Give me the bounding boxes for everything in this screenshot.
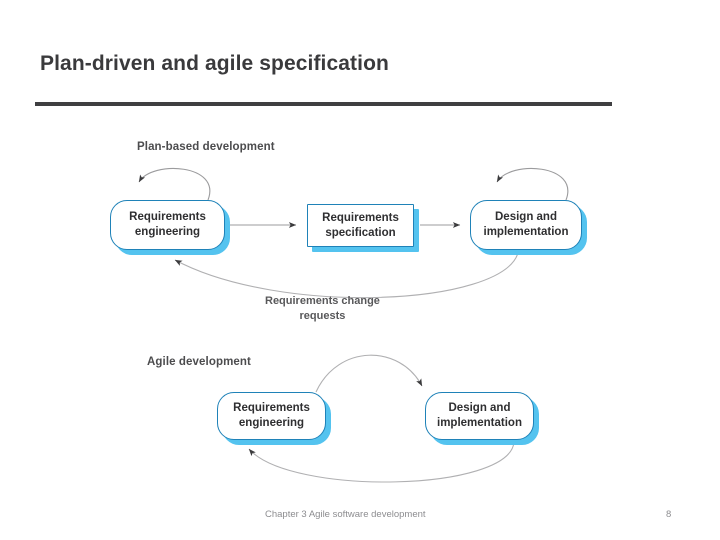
node-requirements-specification[interactable]: Requirements specification: [307, 204, 414, 247]
edge-design-self-loop: [496, 167, 569, 201]
node-line-1: Requirements: [322, 211, 399, 224]
edge-req-eng-self-loop: [138, 167, 211, 201]
node-label: Requirements engineering: [129, 210, 206, 240]
node-label: Requirements engineering: [233, 401, 310, 431]
caption-agile-development: Agile development: [147, 356, 251, 368]
node-line-2: engineering: [134, 226, 201, 238]
node-label: Design and implementation: [437, 401, 522, 431]
node-line-2: specification: [325, 226, 396, 239]
title-divider: [35, 102, 612, 106]
node-line-1: Requirements: [233, 402, 310, 415]
edge-label-line-1: Requirements change: [265, 295, 380, 307]
edge-label-line-2: requests: [299, 310, 346, 323]
edge-requirements-change-requests: [174, 252, 519, 299]
specification-process-diagram: Plan-based development Agile development…: [110, 120, 610, 490]
node-design-and-implementation-plan[interactable]: Design and implementation: [470, 200, 582, 250]
edge-agile-req-eng-to-design: [315, 354, 423, 393]
node-requirements-engineering-plan[interactable]: Requirements engineering: [110, 200, 225, 250]
node-line-2: implementation: [437, 417, 522, 429]
node-line-1: Design and: [495, 211, 557, 224]
footer-page-number: 8: [666, 509, 672, 520]
footer-chapter-text: Chapter 3 Agile software development: [265, 509, 426, 520]
node-label: Design and implementation: [484, 210, 569, 240]
caption-plan-based-development: Plan-based development: [137, 141, 275, 153]
node-line-1: Design and: [448, 402, 511, 415]
node-line-1: Requirements: [129, 211, 206, 224]
node-label: Requirements specification: [322, 211, 399, 241]
page-title: Plan-driven and agile specification: [40, 52, 389, 75]
node-requirements-engineering-agile[interactable]: Requirements engineering: [217, 392, 326, 440]
diagram-connectors: [138, 167, 569, 483]
node-line-2: engineering: [238, 417, 305, 429]
node-line-2: implementation: [483, 226, 569, 238]
edge-agile-design-to-req-eng: [248, 441, 515, 483]
edge-label-requirements-change-requests: Requirements change requests: [265, 294, 380, 324]
node-design-and-implementation-agile[interactable]: Design and implementation: [425, 392, 534, 440]
